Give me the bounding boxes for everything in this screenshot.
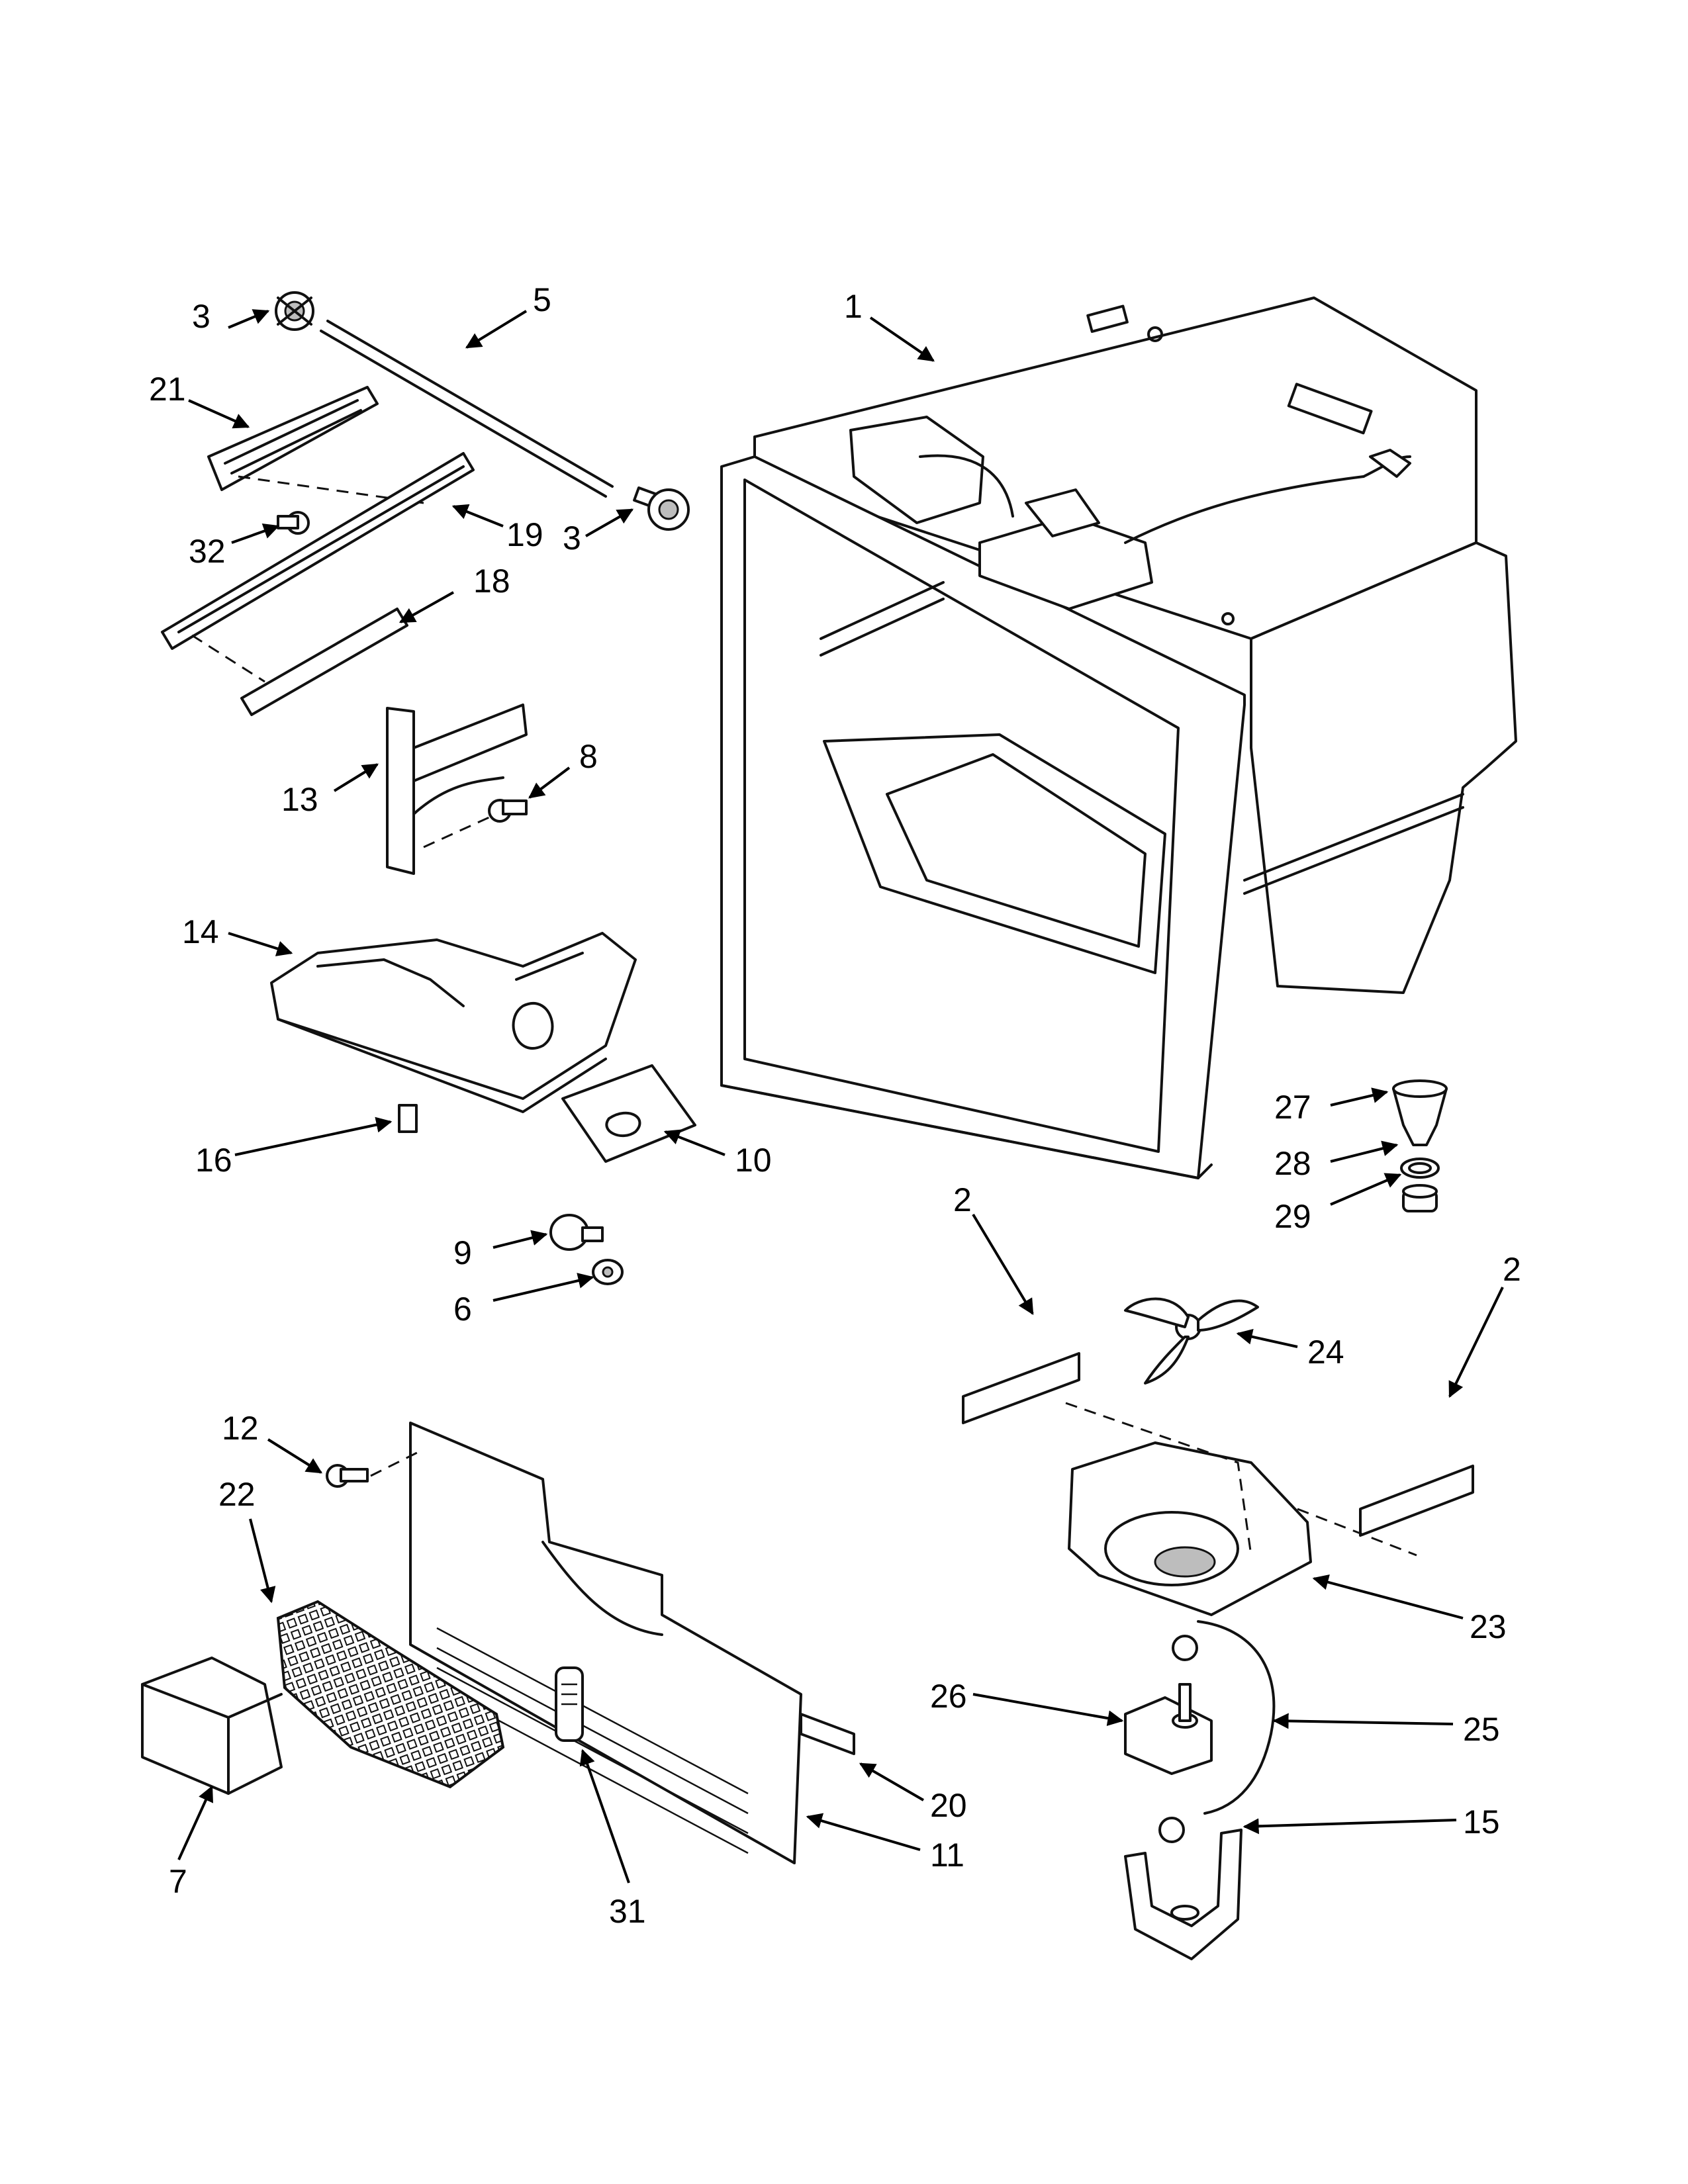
callout-15: 15 [1463, 1803, 1500, 1841]
socket-part-6 [592, 1259, 624, 1285]
side-bracket-part-13 [386, 704, 528, 875]
callout-32: 32 [189, 533, 226, 570]
callout-28: 28 [1274, 1145, 1311, 1182]
callout-3-left: 3 [192, 298, 211, 335]
motor-bracket-part-15 [1124, 1817, 1243, 1960]
insulation-part-right [1359, 1465, 1474, 1537]
callout-7: 7 [169, 1863, 187, 1900]
rod-part [320, 320, 614, 498]
screw-part-12 [326, 1464, 369, 1488]
gear-part-right [633, 486, 690, 531]
callout-29: 29 [1274, 1198, 1311, 1235]
ring-part-28 [1400, 1158, 1440, 1179]
clip-part-16 [398, 1104, 418, 1133]
gasket-part-10 [561, 1064, 696, 1163]
callout-12: 12 [222, 1410, 259, 1447]
callout-5: 5 [533, 281, 551, 318]
callout-8: 8 [579, 738, 598, 775]
slide-rail-part-18 [191, 608, 408, 716]
callout-27: 27 [1274, 1089, 1311, 1126]
callout-25: 25 [1463, 1711, 1500, 1748]
callout-11: 11 [930, 1837, 964, 1874]
slide-rail-part-19 [161, 452, 475, 650]
fan-motor-part-26 [1124, 1683, 1213, 1775]
cover-part-7 [141, 1657, 283, 1795]
callout-6: 6 [453, 1291, 472, 1328]
callout-20: 20 [930, 1787, 967, 1824]
callout-22: 22 [218, 1476, 256, 1513]
screw-part-32 [277, 511, 310, 535]
grille-part-22 [276, 1600, 505, 1789]
lamp-part-9 [549, 1214, 604, 1251]
callout-9: 9 [453, 1234, 472, 1271]
callout-19: 19 [506, 516, 543, 553]
cup-part-27 [1392, 1079, 1448, 1146]
rear-panel-part-11 [370, 1422, 802, 1864]
callout-3-right: 3 [563, 520, 581, 557]
cap-part-29 [1402, 1184, 1438, 1212]
callout-18: 18 [473, 563, 510, 600]
connector-part-31 [555, 1666, 584, 1742]
callout-10: 10 [735, 1142, 772, 1179]
wire-harness-part-25 [1172, 1620, 1276, 1815]
callout-2-left: 2 [953, 1181, 972, 1218]
freezer-liner-part [720, 296, 1517, 1179]
callout-26: 26 [930, 1678, 967, 1715]
callout-24: 24 [1307, 1334, 1344, 1371]
callout-31: 31 [609, 1893, 646, 1930]
callout-16: 16 [195, 1142, 232, 1179]
screw-part-8 [488, 799, 528, 823]
callout-2-right: 2 [1503, 1251, 1521, 1288]
tray-part-14 [270, 932, 637, 1113]
callout-23: 23 [1470, 1608, 1507, 1645]
callout-21: 21 [149, 371, 186, 408]
foam-strip-part-20 [800, 1713, 855, 1755]
gear-part-left [275, 291, 314, 331]
fan-blade-part-24 [1124, 1297, 1259, 1385]
insulation-part-left [962, 1352, 1080, 1424]
callout-13: 13 [281, 781, 318, 818]
callout-14: 14 [182, 913, 219, 950]
callout-labels: 1 2 2 3 3 5 6 7 8 9 10 11 12 13 14 15 16… [149, 281, 1521, 1930]
bracket-part [207, 386, 424, 504]
callout-1: 1 [844, 288, 863, 325]
leader-lines [177, 309, 1504, 1884]
fan-shroud-part-23 [1065, 1402, 1417, 1616]
